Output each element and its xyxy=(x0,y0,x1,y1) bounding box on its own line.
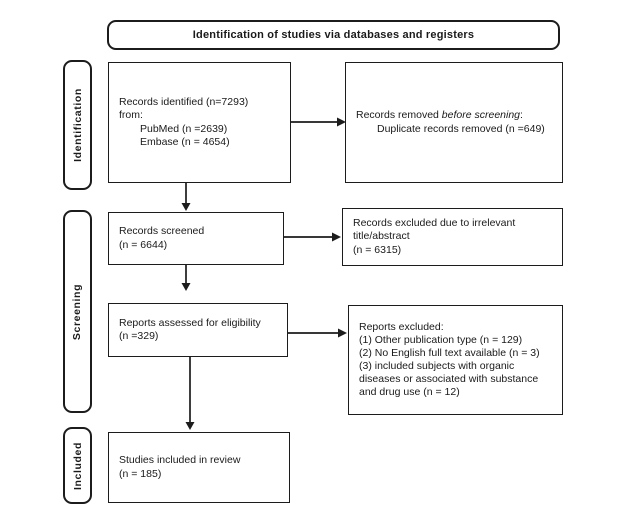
stage-screening-label: Screening xyxy=(71,283,84,340)
box-reports-assessed: Reports assessed for eligibility (n =329… xyxy=(108,303,288,357)
reports-assessed-line1: Reports assessed for eligibility xyxy=(119,316,261,329)
box-records-removed: Records removed before screening: Duplic… xyxy=(345,62,563,183)
arrow-screened-to-assessed xyxy=(181,265,191,291)
records-removed-detail: Duplicate records removed (n =649) xyxy=(377,122,545,135)
arrow-identified-to-removed xyxy=(291,117,346,127)
arrow-screened-to-excluded xyxy=(284,232,341,242)
records-removed-line1: Records removed before screening: xyxy=(356,109,554,123)
reports-excluded-reason-3: (3) included subjects with organic disea… xyxy=(359,360,539,398)
arrow-assessed-to-included xyxy=(185,357,195,430)
stage-identification: Identification xyxy=(63,60,92,190)
stage-screening: Screening xyxy=(63,210,92,413)
box-records-screened: Records screened (n = 6644) xyxy=(108,212,284,265)
records-screened-line1: Records screened xyxy=(119,225,205,237)
records-excluded-line2: title/abstract xyxy=(353,230,410,243)
arrow-assessed-to-reports-excluded xyxy=(288,328,347,338)
stage-included-label: Included xyxy=(71,441,84,490)
reports-excluded-title: Reports excluded: xyxy=(359,321,444,333)
reports-assessed-line2: (n =329) xyxy=(119,330,159,342)
studies-included-line1: Studies included in review xyxy=(119,454,241,466)
records-removed-italic: before screening xyxy=(441,109,521,121)
records-screened-line2: (n = 6644) xyxy=(119,238,168,251)
reports-excluded-reason-1: (1) Other publication type (n = 129) xyxy=(359,334,523,346)
records-identified-source-pubmed: PubMed (n =2639) xyxy=(140,122,228,135)
box-reports-excluded: Reports excluded: (1) Other publication … xyxy=(348,305,563,415)
studies-included-line2: (n = 185) xyxy=(119,467,162,480)
box-records-excluded: Records excluded due to irrelevant title… xyxy=(342,208,563,266)
box-studies-included: Studies included in review (n = 185) xyxy=(108,432,290,503)
stage-identification-label: Identification xyxy=(71,88,84,162)
records-removed-suffix: : xyxy=(520,109,523,121)
records-excluded-line1: Records excluded due to irrelevant xyxy=(353,216,516,229)
records-identified-line2: from: xyxy=(119,109,143,121)
records-identified-source-embase: Embase (n = 4654) xyxy=(140,136,230,148)
header-box: Identification of studies via databases … xyxy=(107,20,560,50)
header-title: Identification of studies via databases … xyxy=(192,29,475,41)
records-identified-line1: Records identified (n=7293) xyxy=(119,95,249,108)
arrow-identified-to-screened xyxy=(181,183,191,211)
reports-excluded-reason-2: (2) No English full text available (n = … xyxy=(359,347,540,359)
records-excluded-line3: (n = 6315) xyxy=(353,243,402,256)
stage-included: Included xyxy=(63,427,92,504)
box-records-identified: Records identified (n=7293) from: PubMed… xyxy=(108,62,291,183)
records-removed-prefix: Records removed xyxy=(356,109,442,121)
